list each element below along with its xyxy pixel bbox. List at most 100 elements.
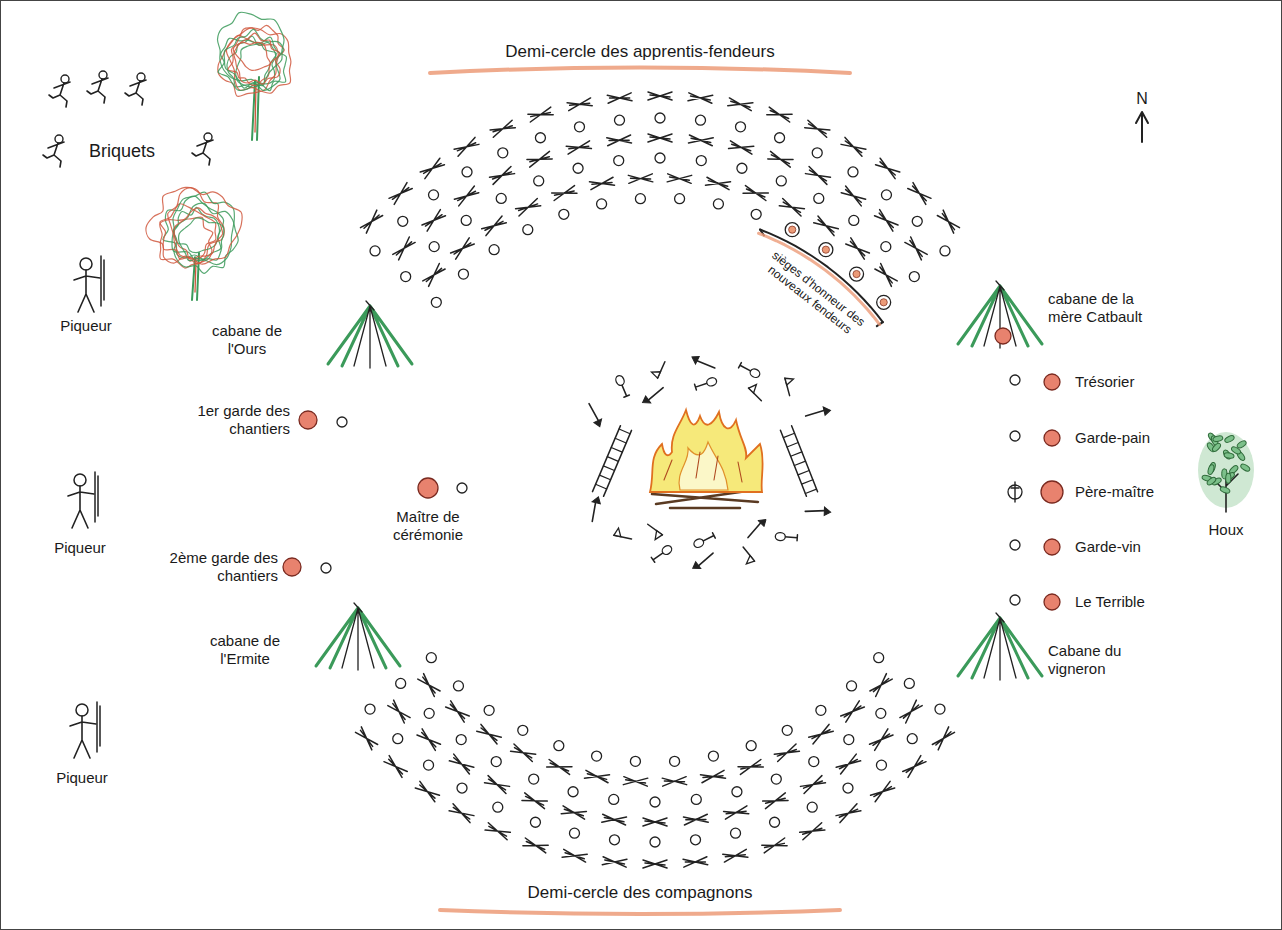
holly-leaf <box>1224 434 1235 443</box>
seat <box>493 802 503 812</box>
officer-label: 2ème garde des chantiers <box>153 549 278 585</box>
stick-cross <box>836 754 860 774</box>
stick <box>767 107 792 122</box>
role-label: Piqueur <box>35 539 125 557</box>
officer-dot <box>283 558 301 576</box>
stick <box>683 814 708 825</box>
flag-cloth <box>785 376 795 385</box>
stick-cross <box>874 210 898 232</box>
stick-cross <box>628 174 652 183</box>
arc-label: Demi-cercle des apprentis-fendeurs <box>420 42 860 62</box>
shovel-blade <box>749 367 762 379</box>
axe-head <box>592 497 602 507</box>
seat <box>1010 431 1020 441</box>
seat <box>498 148 508 158</box>
officer-label: Le Terrible <box>1075 593 1185 611</box>
figure-head <box>137 73 145 81</box>
stick-cross <box>768 151 793 167</box>
stick <box>648 92 672 100</box>
stick-cross <box>903 756 926 778</box>
ladder <box>780 426 817 496</box>
stick-cross <box>683 857 708 867</box>
figure-body <box>70 716 96 758</box>
seat <box>695 115 705 125</box>
seat <box>457 483 467 493</box>
seat <box>393 734 403 744</box>
stick-cross <box>836 804 861 823</box>
stick <box>628 174 652 183</box>
seat <box>398 216 408 226</box>
seat <box>847 681 857 691</box>
hut-label: Cabane du vigneron <box>1048 642 1158 678</box>
seat <box>935 704 945 714</box>
seat <box>614 156 624 166</box>
officer-dot <box>1044 539 1060 555</box>
stick-cross <box>700 770 725 782</box>
seat <box>907 734 917 744</box>
holly-leaf <box>1226 473 1231 483</box>
hut-ink-lines <box>984 281 1016 348</box>
seat <box>814 193 824 203</box>
seat <box>650 797 660 807</box>
stick-cross <box>876 158 900 178</box>
role-label: Piqueur <box>41 317 131 335</box>
seat <box>670 756 680 766</box>
tree-scribble <box>218 35 278 96</box>
stick <box>454 186 478 206</box>
stick <box>900 700 922 723</box>
stick <box>446 701 470 722</box>
stick <box>561 806 586 819</box>
stick-cross <box>908 183 931 205</box>
stick <box>774 744 799 761</box>
stick-cross <box>485 776 510 794</box>
seat <box>736 122 746 132</box>
seat <box>568 787 578 797</box>
stick-cross <box>485 823 510 840</box>
seat <box>876 760 886 770</box>
tool-symbol <box>748 520 766 538</box>
seat <box>337 417 347 427</box>
seat <box>708 751 718 761</box>
stick <box>516 199 541 216</box>
holly-leaf <box>1224 452 1235 459</box>
stick <box>420 158 444 178</box>
pike <box>97 702 100 752</box>
officer-label: Garde-vin <box>1075 538 1185 556</box>
seat <box>807 802 817 812</box>
seat <box>1010 540 1020 550</box>
stick <box>528 107 553 122</box>
stick <box>937 210 959 233</box>
stick <box>607 135 632 146</box>
tree-scribble <box>168 188 243 265</box>
honor-seat <box>819 243 833 257</box>
tool-symbol <box>583 497 608 522</box>
stick <box>566 141 591 154</box>
seat <box>396 678 406 688</box>
stick-cross <box>547 759 572 774</box>
group-label: Briquets <box>77 141 167 163</box>
officer-label: Maître de cérémonie <box>373 508 483 544</box>
tool-symbol <box>775 532 798 542</box>
stick <box>527 151 552 167</box>
stick-cross <box>454 137 479 156</box>
seat <box>691 794 701 804</box>
figure-body <box>43 142 64 167</box>
stick <box>511 744 536 761</box>
stick <box>490 166 515 184</box>
stick <box>809 724 834 744</box>
stick-cross <box>870 674 892 697</box>
seat <box>635 194 645 204</box>
stick-cross <box>841 137 866 156</box>
stick-cross <box>841 701 865 722</box>
hut-label: cabane de l'Ours <box>199 322 295 358</box>
stick <box>700 770 725 782</box>
stick-cross <box>723 849 748 862</box>
stick <box>451 238 475 259</box>
stick-cross <box>774 744 799 761</box>
piqueur-figure <box>68 472 98 528</box>
north-arrow <box>1136 112 1148 142</box>
stick <box>768 151 793 167</box>
master-emblem-mark <box>1011 482 1019 502</box>
stick <box>841 186 865 206</box>
